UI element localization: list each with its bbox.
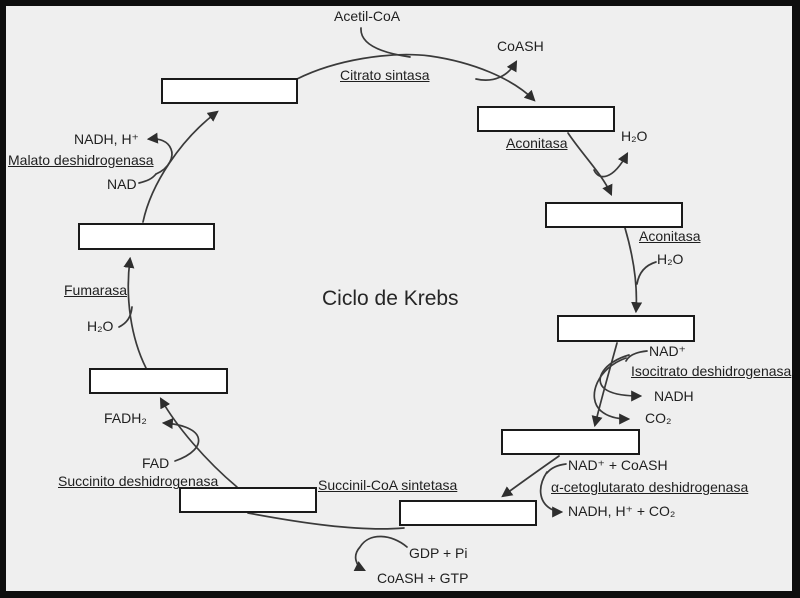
label-nad: NAD: [107, 176, 137, 192]
arrow-malato-deshidrogenasa: [142, 110, 219, 223]
metabolite-blank-box-3[interactable]: [545, 202, 683, 228]
label-nad-coash: NAD⁺ + CoASH: [568, 457, 668, 473]
connector-nad-coash-in: [546, 463, 567, 474]
metabolite-blank-box-1[interactable]: [161, 78, 298, 104]
arrow-aconitasa-1: [567, 132, 613, 197]
label-aconitasa-1: Aconitasa: [506, 135, 568, 151]
arrow-fumarasa: [123, 256, 147, 369]
arrow-nadh-h-out-left: [146, 132, 173, 175]
label-h2o-3: H₂O: [87, 318, 114, 334]
arc-citrato-sintasa: [296, 53, 536, 102]
label-malato-deshidrogenasa: Malato deshidrogenasa: [8, 152, 154, 168]
label-isocitrato-deshidrogenasa: Isocitrato deshidrogenasa: [631, 363, 792, 379]
label-fad: FAD: [142, 455, 170, 471]
label-h2o-2: H₂O: [657, 251, 684, 267]
metabolite-blank-box-6[interactable]: [399, 500, 537, 526]
label-gdp-pi: GDP + Pi: [409, 545, 468, 561]
connector-h2o-in-2: [636, 261, 657, 285]
label-co2: CO₂: [645, 410, 672, 426]
arrow-fad-fadh2: [161, 418, 200, 462]
label-coash: CoASH: [497, 38, 544, 54]
connector-acetil-coa: [360, 27, 411, 58]
label-succinito-deshidrogenasa: Succinito deshidrogenasa: [58, 473, 219, 489]
arrow-isocitrato-deshidrogenasa: [591, 342, 618, 428]
label-nadh: NADH: [654, 388, 694, 404]
label-h2o-1: H₂O: [621, 128, 648, 144]
diagram-title: Ciclo de Krebs: [322, 287, 459, 310]
arrow-cetoglutarato-deshidrogenasa: [501, 455, 560, 498]
metabolite-blank-box-2[interactable]: [477, 106, 615, 132]
connector-h2o-in-3: [118, 306, 133, 328]
label-citrato-sintasa: Citrato sintasa: [340, 67, 430, 83]
arrow-co2-out: [593, 357, 631, 425]
metabolite-blank-box-8[interactable]: [89, 368, 228, 394]
arrow-nadh-out: [599, 354, 643, 402]
connector-nad-in: [625, 350, 648, 362]
arrow-nadh-h-co2-out: [539, 471, 564, 518]
label-nadh-h-co2: NADH, H⁺ + CO₂: [568, 503, 676, 519]
arrow-coash-out: [475, 60, 518, 81]
label-cetoglutarato-deshidrogenasa: α-cetoglutarato deshidrogenasa: [551, 479, 749, 495]
label-succinil-coa-sintetasa: Succinil-CoA sintetasa: [318, 477, 458, 493]
connector-nad-in-left: [138, 173, 157, 184]
label-nad-plus: NAD⁺: [649, 343, 686, 359]
metabolite-blank-box-7[interactable]: [179, 487, 317, 513]
label-fumarasa: Fumarasa: [64, 282, 128, 298]
label-aconitasa-2: Aconitasa: [639, 228, 701, 244]
arrow-succinito-deshidrogenasa: [159, 397, 238, 488]
metabolite-blank-box-9[interactable]: [78, 223, 215, 250]
arrow-aconitasa-2: [624, 227, 643, 314]
arc-succinil-coa-sintetasa: [247, 512, 405, 530]
metabolite-blank-box-4[interactable]: [557, 315, 695, 342]
arrow-gdp-gtp: [353, 535, 408, 571]
metabolite-blank-box-5[interactable]: [501, 429, 640, 455]
label-coash-gtp: CoASH + GTP: [377, 570, 469, 586]
label-acetil-coa: Acetil-CoA: [334, 8, 401, 24]
label-nadh-h: NADH, H⁺: [74, 131, 139, 147]
label-fadh2: FADH₂: [104, 410, 147, 426]
arrow-h2o-out-1: [593, 152, 629, 178]
